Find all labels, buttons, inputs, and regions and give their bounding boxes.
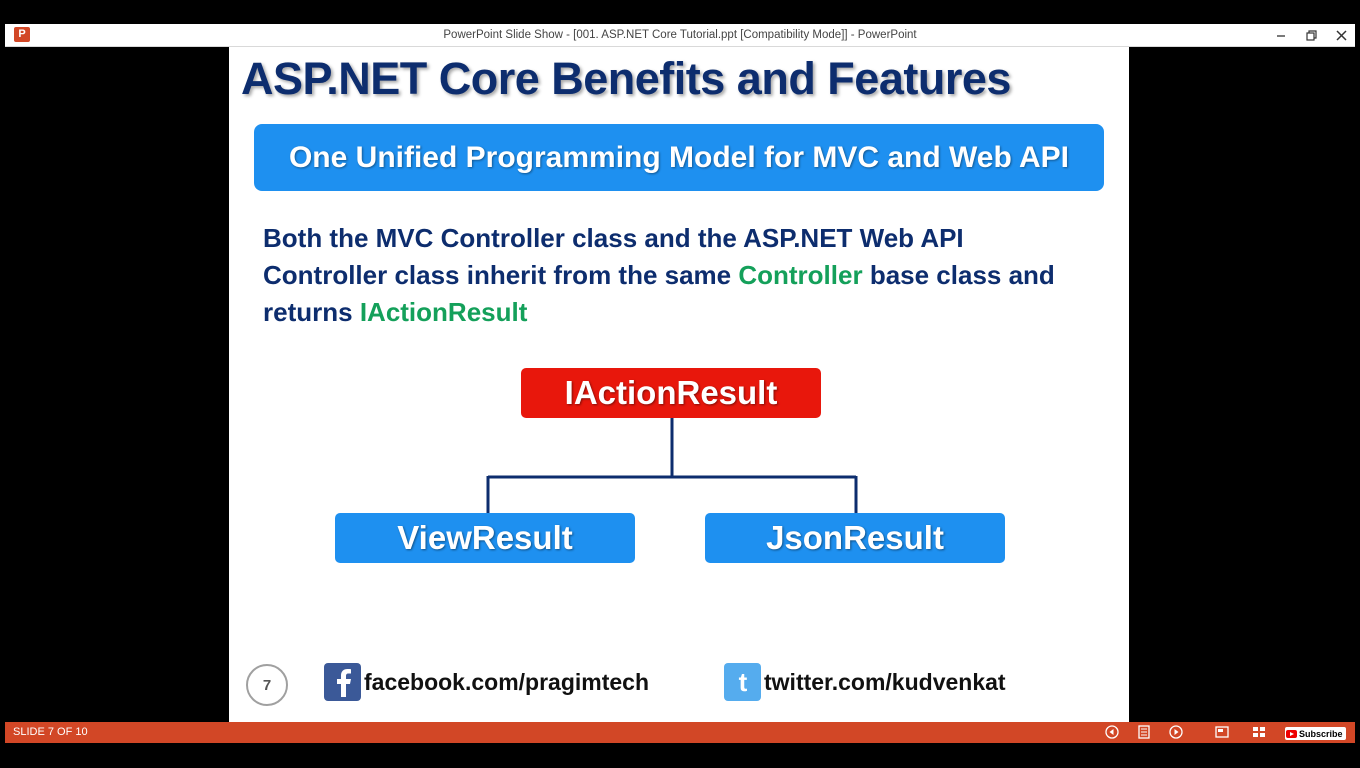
- minimize-icon: [1277, 35, 1285, 37]
- subscribe-label: Subscribe: [1299, 728, 1343, 739]
- facebook-link[interactable]: facebook.com/pragimtech: [324, 662, 649, 702]
- next-icon: [1169, 725, 1183, 739]
- next-slide-button[interactable]: [1168, 724, 1184, 740]
- subtitle-banner: One Unified Programming Model for MVC an…: [254, 124, 1104, 191]
- facebook-text: facebook.com/pragimtech: [364, 668, 650, 695]
- close-icon: [1335, 29, 1347, 41]
- diagram-child-viewresult: ViewResult: [335, 513, 635, 563]
- twitter-text: twitter.com/kudvenkat: [764, 668, 1006, 695]
- body-text-part1: Both the MVC Controller class and the AS…: [263, 223, 964, 290]
- normal-view-icon: [1215, 726, 1229, 738]
- notes-view-button[interactable]: [1136, 724, 1152, 740]
- previous-slide-button[interactable]: [1104, 724, 1120, 740]
- window-title-bar: P PowerPoint Slide Show - [001. ASP.NET …: [5, 24, 1355, 47]
- banner-text: One Unified Programming Model for MVC an…: [288, 140, 1070, 174]
- slide-number-badge: 7: [246, 664, 288, 706]
- restore-icon: [1305, 29, 1317, 41]
- previous-icon: [1105, 725, 1119, 739]
- twitter-link[interactable]: t twitter.com/kudvenkat: [724, 662, 1006, 702]
- restore-button[interactable]: [1297, 24, 1325, 46]
- minimize-button[interactable]: [1267, 24, 1295, 46]
- slideshow-status-bar: SLIDE 7 OF 10 Subscribe: [5, 722, 1355, 743]
- subscribe-button[interactable]: Subscribe: [1285, 727, 1346, 740]
- svg-text:t: t: [738, 667, 747, 697]
- close-button[interactable]: [1327, 24, 1355, 46]
- twitter-icon: t: [724, 663, 761, 701]
- slide-sorter-button[interactable]: [1251, 724, 1267, 740]
- normal-view-button[interactable]: [1214, 724, 1230, 740]
- highlight-iactionresult: IActionResult: [359, 297, 528, 327]
- facebook-icon: [324, 663, 361, 701]
- diagram-root-iactionresult: IActionResult: [521, 368, 821, 418]
- notes-icon: [1138, 725, 1150, 739]
- slide-title: ASP.NET Core Benefits and Features: [241, 53, 1011, 104]
- youtube-icon: [1286, 729, 1297, 738]
- slide-counter: SLIDE 7 OF 10: [13, 726, 88, 738]
- powerpoint-app-icon[interactable]: P: [14, 27, 30, 42]
- highlight-controller: Controller: [738, 260, 863, 290]
- slide-canvas[interactable]: ASP.NET Core Benefits and Features One U…: [229, 47, 1129, 722]
- body-text-part2: base class and returns: [263, 260, 1055, 327]
- slide-body-text: Both the MVC Controller class and the AS…: [263, 220, 1083, 331]
- diagram-child-jsonresult: JsonResult: [705, 513, 1005, 563]
- slide-sorter-icon: [1253, 727, 1265, 737]
- window-title: PowerPoint Slide Show - [001. ASP.NET Co…: [443, 29, 917, 41]
